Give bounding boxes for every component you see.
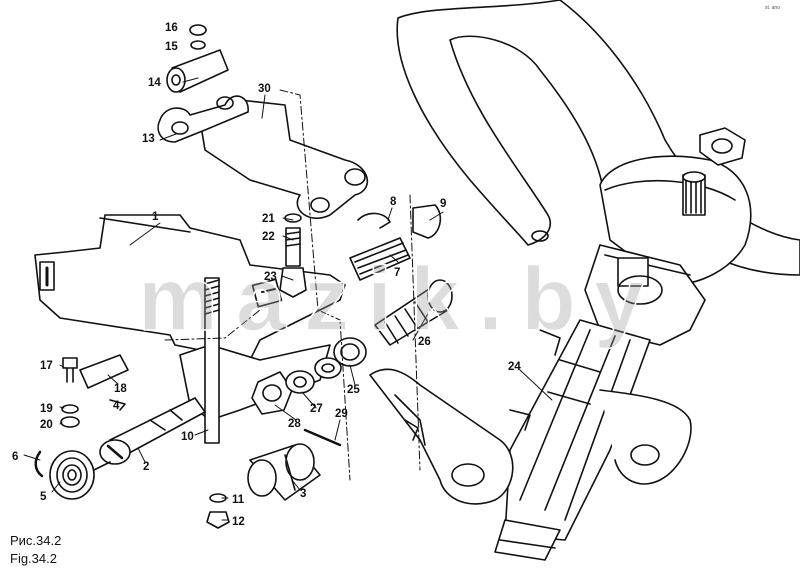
splined-shaft bbox=[349, 204, 442, 281]
callout-18: 18 bbox=[114, 383, 127, 395]
callout-19: 19 bbox=[40, 403, 53, 415]
callout-9: 9 bbox=[440, 198, 446, 210]
steering-wheel bbox=[396, 0, 800, 286]
callout-17: 17 bbox=[40, 360, 53, 372]
callout-13: 13 bbox=[142, 133, 155, 145]
callout-29: 29 bbox=[335, 408, 348, 420]
assembly-axes bbox=[164, 89, 421, 481]
callout-10: 10 bbox=[181, 431, 194, 443]
callout-24: 24 bbox=[508, 361, 521, 373]
callout-27: 27 bbox=[310, 403, 323, 415]
steering-column bbox=[494, 244, 706, 561]
callout-2: 2 bbox=[143, 461, 149, 473]
threaded-bolt bbox=[374, 279, 453, 346]
callout-1: 1 bbox=[152, 211, 159, 223]
small-fasteners bbox=[60, 354, 129, 428]
callout-16: 16 bbox=[165, 22, 178, 34]
callout-8: 8 bbox=[390, 196, 397, 208]
callout-15: 15 bbox=[165, 41, 178, 53]
callout-22: 22 bbox=[262, 231, 275, 243]
callout-7: 7 bbox=[394, 267, 400, 279]
callout-6: 6 bbox=[12, 451, 18, 463]
vertical-bolt bbox=[279, 213, 307, 298]
corner-mark: st. ano bbox=[764, 5, 780, 11]
pivot-arm bbox=[369, 368, 514, 505]
figure-caption-ru: Рис.34.2 bbox=[10, 533, 62, 548]
callout-21: 21 bbox=[262, 213, 275, 225]
callout-23: 23 bbox=[264, 271, 277, 283]
callout-12: 12 bbox=[232, 516, 245, 528]
callout-11: 11 bbox=[232, 494, 245, 506]
upper-bracket bbox=[157, 95, 369, 220]
leader-lines bbox=[23, 77, 553, 521]
callout-5: 5 bbox=[40, 491, 47, 503]
figure-caption-en: Fig.34.2 bbox=[10, 551, 57, 566]
callout-30: 30 bbox=[258, 83, 271, 95]
callout-26: 26 bbox=[418, 336, 431, 348]
bracket-plate bbox=[34, 214, 346, 361]
watermark: mazik.by bbox=[138, 250, 662, 350]
top-roller bbox=[166, 24, 229, 93]
lever-assembly bbox=[99, 277, 331, 465]
bottom-fasteners bbox=[206, 493, 230, 529]
callout-3: 3 bbox=[300, 488, 306, 500]
callout-14: 14 bbox=[148, 77, 161, 89]
coil-spring bbox=[34, 450, 111, 500]
bushing bbox=[247, 443, 321, 501]
callout-4: 4 bbox=[113, 400, 120, 412]
callout-25: 25 bbox=[347, 384, 360, 396]
callout-28: 28 bbox=[288, 418, 301, 430]
callout-20: 20 bbox=[40, 419, 53, 431]
